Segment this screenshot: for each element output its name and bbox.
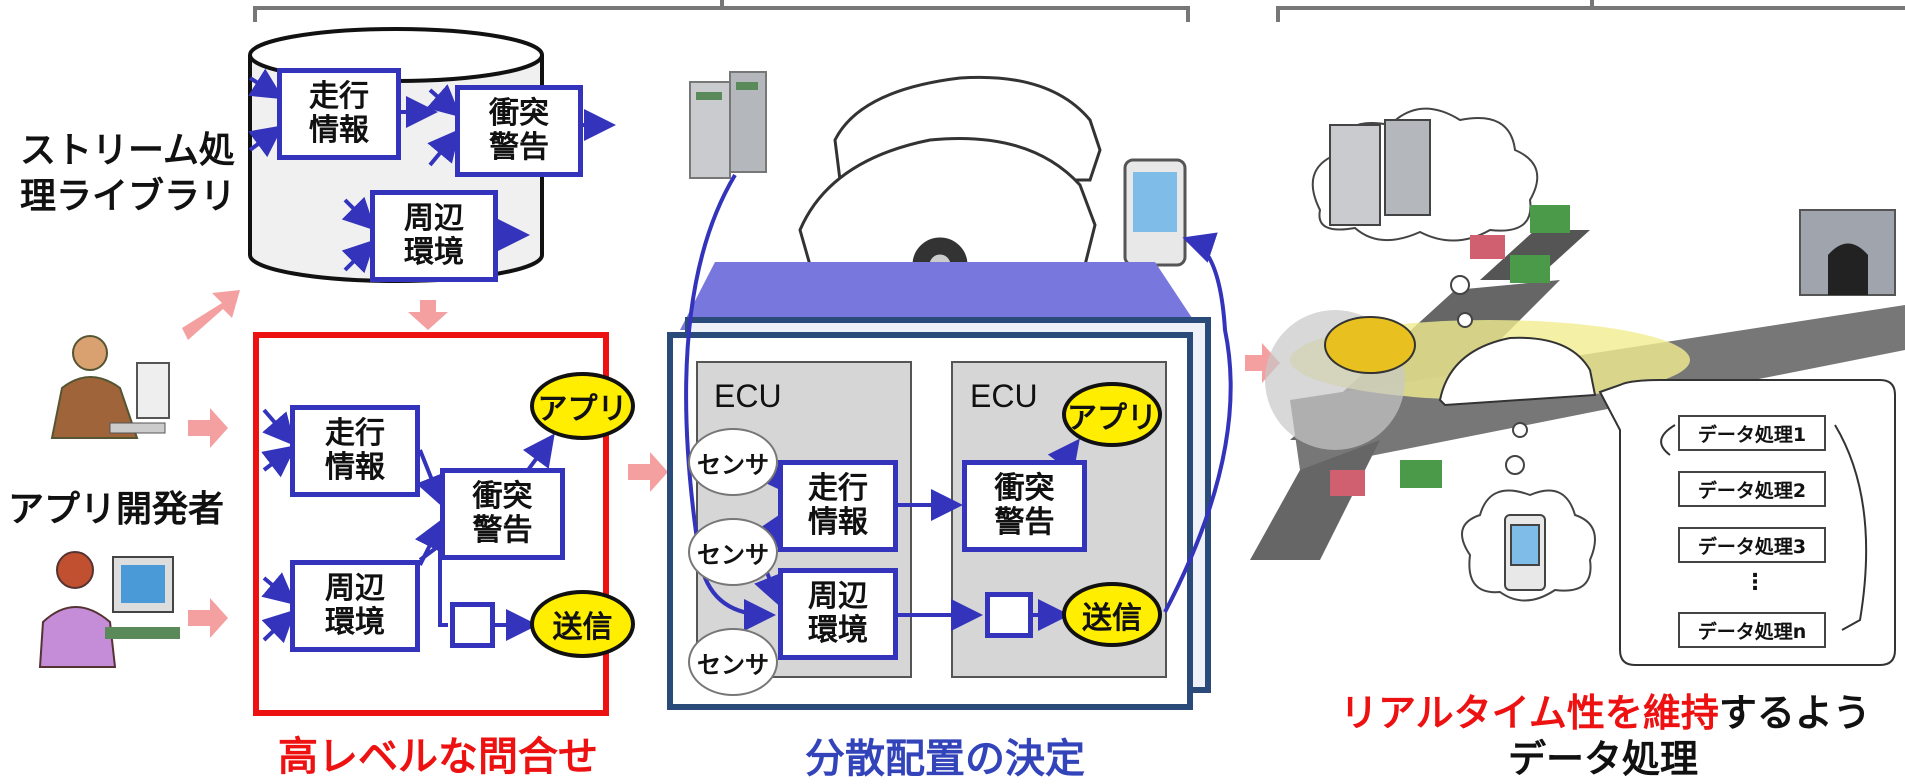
ecu-node-collision-line2: 警告 (994, 505, 1055, 540)
caption-high-level-query: 高レベルな問合せ (278, 734, 598, 780)
query-node-surround-line2: 環境 (325, 605, 385, 640)
caption-distributed-placement: 分散配置の決定 (805, 736, 1085, 782)
ecu-right-label: ECU (970, 378, 1038, 414)
query-node-app: アプリ (530, 372, 635, 440)
query-node-drive-line2: 情報 (325, 450, 385, 485)
top-bracket-right (1276, 0, 1905, 22)
ecu-node-app: アプリ (1062, 382, 1162, 447)
query-node-send: 送信 (530, 590, 635, 658)
db-node-collision-line2: 警告 (489, 130, 549, 165)
caption-realtime-black: するよう (1718, 691, 1871, 735)
developer-label: アプリ開発者 (8, 489, 225, 530)
processing-step-3: データ処理3 (1678, 527, 1826, 563)
processing-step-n: データ処理n (1678, 612, 1826, 648)
pink-arrows (182, 290, 1280, 638)
library-label-line1: ストリーム処 (20, 130, 235, 171)
query-node-collision-warning: 衝突 警告 (440, 468, 565, 560)
sensor-3: センサ (688, 628, 778, 696)
db-node-surround-line1: 周辺 (404, 201, 464, 236)
ecu-node-drive-line2: 情報 (808, 505, 868, 540)
ecu-node-surround-line1: 周辺 (808, 579, 868, 614)
db-node-drive-info: 走行 情報 (277, 68, 401, 160)
cloud-phone (1461, 489, 1596, 602)
processing-step-1: データ処理1 (1678, 415, 1826, 451)
ecu-node-collision-line1: 衝突 (994, 471, 1055, 506)
query-node-collision-line2: 警告 (472, 513, 533, 548)
phone-icon-middle (1123, 158, 1187, 267)
query-node-collision-line1: 衝突 (472, 479, 533, 514)
car-icon-middle (798, 75, 1102, 293)
processing-step-2: データ処理2 (1678, 471, 1826, 507)
ecu-node-surround-line2: 環境 (808, 613, 868, 648)
query-node-drive-line1: 走行 (325, 416, 385, 451)
car-icon-road (1324, 205, 1597, 496)
query-frame (253, 332, 609, 716)
db-node-surround-line2: 環境 (404, 235, 464, 270)
db-node-drive-line2: 情報 (309, 113, 369, 148)
db-node-surroundings: 周辺 環境 (370, 190, 498, 282)
stream-library-label: ストリーム処 理ライブラリ (20, 128, 236, 220)
library-label-line2: 理ライブラリ (20, 176, 237, 217)
cloud-servers (1311, 107, 1539, 242)
ecu-node-send: 送信 (1062, 582, 1162, 647)
ecu-node-surroundings: 周辺 環境 (778, 568, 898, 660)
developer-man-icon (42, 328, 172, 458)
ecu-node-drive-line1: 走行 (808, 471, 868, 506)
db-node-collision-line1: 衝突 (489, 96, 549, 131)
query-node-surround-line1: 周辺 (325, 571, 385, 606)
db-arrows (248, 68, 616, 274)
ecu-node-empty-operator (985, 592, 1033, 638)
processing-callout (1598, 379, 1896, 666)
sensor-2: センサ (688, 518, 778, 586)
query-arrows (261, 408, 555, 644)
sensor-1: センサ (688, 428, 778, 496)
server-icon-middle (689, 71, 767, 179)
processing-step-ellipsis: ⋮ (1744, 570, 1766, 595)
caption-data-processing: データ処理 (1508, 737, 1699, 781)
top-bracket-left (253, 0, 1190, 22)
ecu-node-collision-warning: 衝突 警告 (962, 460, 1087, 552)
query-node-surroundings: 周辺 環境 (290, 560, 420, 652)
developer-woman-icon (35, 542, 185, 677)
ecu-left-label: ECU (714, 378, 782, 414)
query-node-empty-operator (450, 602, 495, 648)
db-node-collision-warning: 衝突 警告 (455, 85, 583, 177)
query-node-drive-info: 走行 情報 (290, 405, 420, 497)
caption-realtime: リアルタイム性を維持するよう (1340, 682, 1871, 737)
db-node-drive-line1: 走行 (309, 79, 369, 114)
ecu-node-drive-info: 走行 情報 (778, 460, 898, 552)
caption-realtime-red: リアルタイム性を維持 (1340, 691, 1719, 735)
